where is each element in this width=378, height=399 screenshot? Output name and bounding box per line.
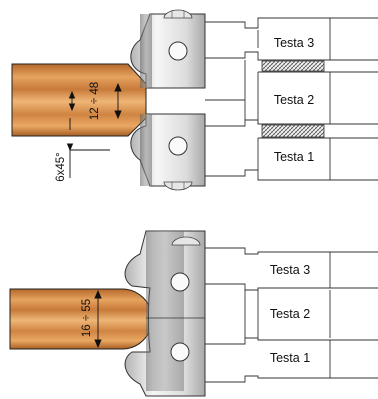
bottom-head-1-label: Testa 1 [270,351,310,365]
bottom-thickness-dimension [94,289,102,349]
top-cutter-upper [130,9,206,89]
top-thickness-dimension [68,82,122,120]
top-spacer-upper [261,60,325,72]
top-spacer-lower [261,124,325,138]
bottom-lower-bolt-icon [170,342,190,362]
top-head-1-label: Testa 1 [274,150,314,164]
bottom-upper-bolt-icon [170,272,190,292]
top-upper-bolt-icon [168,41,188,61]
top-workpiece [11,63,147,137]
bottom-heads-outline [205,247,378,383]
top-head-3-label: Testa 3 [274,36,314,50]
top-chamfer-label: 6x45° [55,152,67,182]
top-head-2-label: Testa 2 [274,93,314,107]
top-thickness-label: 12 ÷ 48 [89,82,101,120]
bottom-cutter [124,230,206,397]
bottom-assembly: 16 ÷ 55 Testa 3 Testa 2 Testa 1 [9,230,378,397]
top-heads-outline [205,17,378,181]
top-lower-bolt-icon [168,136,188,156]
top-assembly: 12 ÷ 48 6x45° [11,9,378,191]
bottom-thickness-label: 16 ÷ 55 [81,299,93,337]
top-chamfer-dimension [66,118,110,178]
top-cutter-lower [130,113,206,191]
bottom-head-3-label: Testa 3 [270,263,310,277]
bottom-head-2-label: Testa 2 [270,307,310,321]
